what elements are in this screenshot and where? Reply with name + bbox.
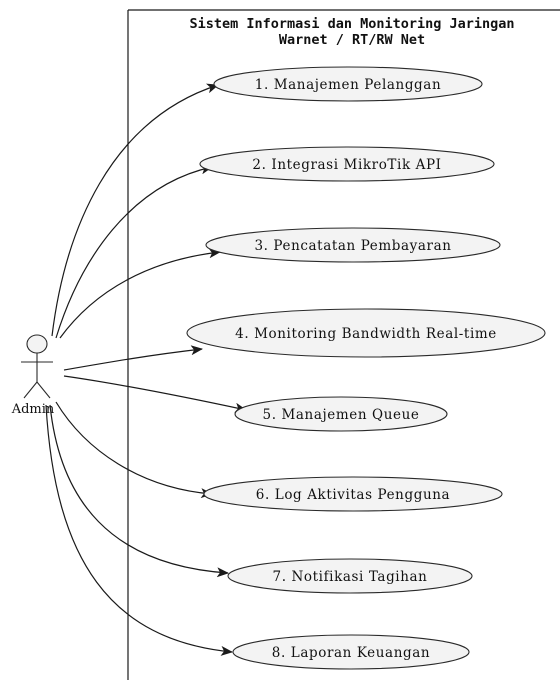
actor-admin: Admin (11, 334, 55, 417)
use-case-ellipse (199, 146, 495, 182)
use-case-label: 2. Integrasi MikroTik API (252, 157, 441, 173)
use-case-label: 7. Notifikasi Tagihan (273, 569, 428, 585)
use-case-ellipse (234, 396, 448, 432)
use-case-7: 7. Notifikasi Tagihan (227, 558, 473, 594)
actor-left-leg (23, 381, 38, 399)
association-uc8 (45, 404, 233, 656)
association-uc1 (51, 83, 219, 337)
association-uc6 (55, 401, 213, 499)
actor-head (26, 334, 48, 354)
use-case-4: 4. Monitoring Bandwidth Real-time (186, 308, 546, 358)
use-case-ellipse (186, 308, 546, 358)
association-uc5 (63, 375, 247, 413)
use-case-1: 1. Manajemen Pelanggan (213, 66, 483, 102)
associations (45, 83, 247, 656)
use-case-ellipse (205, 227, 501, 263)
use-case-6: 6. Log Aktivitas Pengguna (203, 476, 503, 512)
association-uc7 (49, 404, 229, 578)
use-case-label: 5. Manajemen Queue (263, 407, 420, 423)
actor-right-leg (36, 381, 51, 399)
use-case-ellipse (232, 634, 470, 670)
system-boundary: Sistem Informasi dan Monitoring Jaringan… (127, 9, 560, 680)
use-case-ellipse (203, 476, 503, 512)
association-uc3 (59, 248, 221, 339)
association-uc4 (63, 345, 203, 371)
use-case-ellipse (213, 66, 483, 102)
association-uc2 (55, 164, 213, 339)
system-title-line-2: Warnet / RT/RW Net (279, 32, 425, 48)
use-case-5: 5. Manajemen Queue (234, 396, 448, 432)
use-case-3: 3. Pencatatan Pembayaran (205, 227, 501, 263)
use-case-label: 4. Monitoring Bandwidth Real-time (235, 326, 497, 342)
use-case-2: 2. Integrasi MikroTik API (199, 146, 495, 182)
use-case-label: 3. Pencatatan Pembayaran (254, 238, 451, 254)
use-case-8: 8. Laporan Keuangan (232, 634, 470, 670)
system-title-line-1: Sistem Informasi dan Monitoring Jaringan (189, 16, 514, 32)
use-case-label: 8. Laporan Keuangan (272, 645, 430, 661)
use-case-ellipse (227, 558, 473, 594)
actor-label: Admin (11, 402, 55, 417)
use-case-label: 6. Log Aktivitas Pengguna (256, 487, 450, 503)
use-case-label: 1. Manajemen Pelanggan (255, 77, 442, 93)
